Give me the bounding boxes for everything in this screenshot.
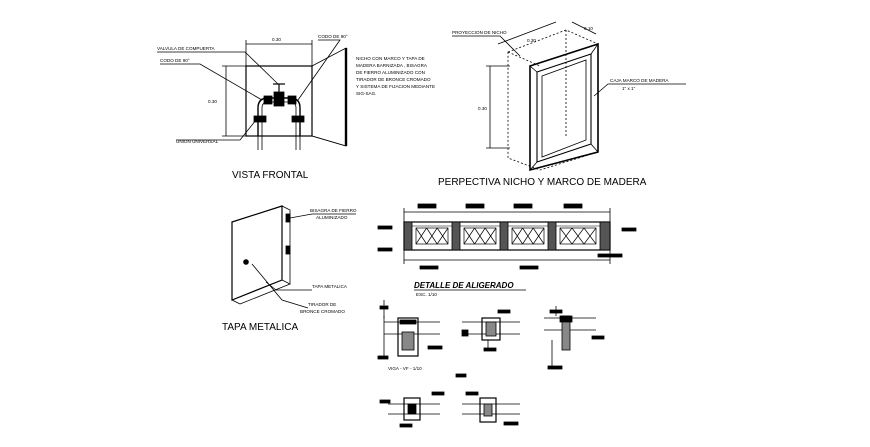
label-caja: CAJA MARCO DE MADERA: [610, 78, 669, 83]
dim-width: 0.30: [272, 37, 281, 42]
label-codo-left: CODO DE 90°: [160, 58, 190, 63]
label-proyeccion: PROYECCION DE NICHO: [452, 30, 507, 35]
label-caja-size: 1" x 1": [622, 86, 636, 91]
label-valvula: VALVULA DE COMPUERTA: [157, 46, 216, 51]
label-tirador-2: BRONCE CROMADO: [300, 309, 345, 314]
title-vista-frontal: VISTA FRONTAL: [232, 170, 309, 181]
aligerado-section: [377, 203, 637, 270]
tapa-drawing: [231, 205, 356, 309]
vista-frontal-drawing: [157, 39, 348, 150]
note-line-5: SIG-SAG.: [356, 91, 376, 96]
section-details: [377, 300, 605, 428]
dim-depth: 0.10: [584, 26, 593, 31]
label-tirador-1: TIRADOR DE: [308, 302, 336, 307]
label-codo90: CODO DE 90°: [318, 34, 348, 39]
title-tapa: TAPA METALICA: [222, 322, 298, 333]
note-line-2: DE FIERRO ALUMINIZADO CON: [356, 70, 425, 75]
dim-height-persp: 0.30: [478, 106, 487, 111]
label-tapa: TAPA METALICA: [312, 284, 348, 289]
title-aligerado: DETALLE DE ALIGERADO: [414, 281, 514, 290]
note-line-4: Y SISTEMA DE FIJACION MEDIANTE: [356, 84, 435, 89]
title-perspectiva: PERPECTIVA NICHO Y MARCO DE MADERA: [438, 177, 647, 188]
aligerado-scale: ESC. 1/10: [416, 292, 437, 297]
perspectiva-drawing: [452, 21, 686, 172]
viga-label: VIGA - VF - 1/10: [388, 366, 422, 371]
note-line-0: NICHO CON MARCO Y TAPA DE: [356, 56, 425, 61]
note-line-1: MADERA BARNIZADA , BISAGRA: [356, 63, 428, 68]
dim-width-persp: 0.30: [527, 38, 536, 43]
label-union: UNION UNIVERSAL: [176, 139, 219, 144]
note-line-3: TIRADOR DE BRONCE CROMADO: [356, 77, 431, 82]
label-bisagra-1: BISAGRA DE FIERRO: [310, 208, 357, 213]
label-bisagra-2: ALUMINIZADO: [316, 215, 348, 220]
dim-height: 0.30: [208, 99, 217, 104]
